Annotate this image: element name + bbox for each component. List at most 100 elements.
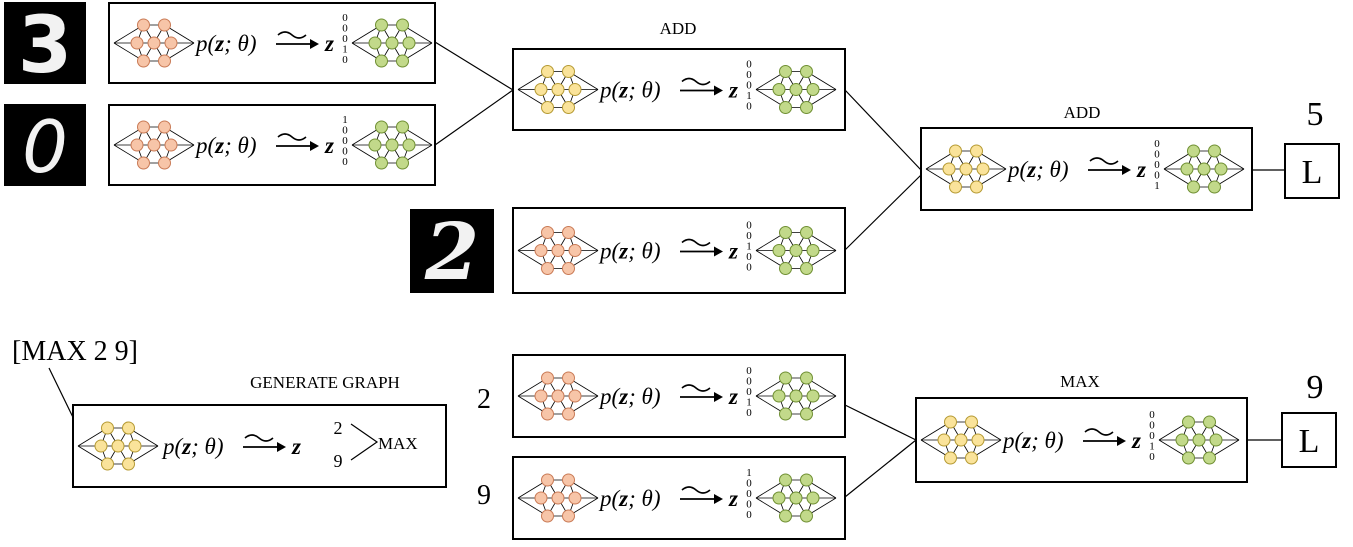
formula-z: z bbox=[618, 239, 628, 264]
formula-semi: ; bbox=[1036, 157, 1049, 182]
code-digit: 0 bbox=[746, 80, 752, 92]
formula-semi: ; bbox=[1031, 428, 1044, 453]
formula-result-z: z bbox=[728, 239, 738, 264]
graph-generator-module: p(z; θ)z 2 9 MAX bbox=[72, 404, 447, 488]
input-number-two: 2 bbox=[477, 384, 491, 415]
network-icon-decoder bbox=[755, 371, 837, 421]
code-digit: 1 bbox=[342, 44, 348, 56]
code-digit: 1 bbox=[746, 241, 752, 253]
digit-image-two: 2 bbox=[410, 207, 494, 298]
code-digit: 0 bbox=[746, 509, 752, 521]
svg-text:p(z; θ): p(z; θ) bbox=[194, 133, 257, 158]
formula-close: ) bbox=[214, 434, 224, 459]
code-digit: 1 bbox=[342, 114, 348, 126]
code-digit: 0 bbox=[1154, 170, 1160, 182]
svg-text:p(z; θ): p(z; θ) bbox=[598, 239, 661, 264]
code-digit: 0 bbox=[342, 54, 348, 66]
formula-close: ) bbox=[1054, 428, 1064, 453]
loss-label-top: L bbox=[1302, 154, 1323, 191]
formula-p: p( bbox=[598, 384, 621, 409]
formula-close: ) bbox=[247, 31, 257, 56]
code-digit: 0 bbox=[342, 23, 348, 35]
code-digit: 0 bbox=[746, 499, 752, 511]
generator-formula-text: p(z; θ)z bbox=[161, 434, 301, 459]
formula-semi: ; bbox=[224, 133, 237, 158]
code-digit: 1 bbox=[746, 90, 752, 102]
module-formula: p(z; θ)z bbox=[598, 78, 738, 103]
formula-p: p( bbox=[598, 239, 621, 264]
formula-p: p( bbox=[194, 133, 217, 158]
generator-network-icon bbox=[77, 421, 159, 471]
formula-result-z: z bbox=[324, 133, 334, 158]
network-icon-encoder bbox=[517, 226, 599, 275]
svg-text:p(z; θ): p(z; θ) bbox=[598, 384, 661, 409]
formula-result-z: z bbox=[291, 434, 301, 459]
digit-two-glyph: 2 bbox=[424, 207, 479, 298]
formula-result-z: z bbox=[728, 486, 738, 511]
network-icon-inferencer bbox=[920, 415, 1002, 465]
digit-image-zero: 0 bbox=[4, 104, 86, 189]
module-formula: p(z; θ)z bbox=[1001, 428, 1141, 453]
network-icon-decoder bbox=[351, 120, 433, 170]
wires bbox=[48, 41, 1285, 498]
formula-result-z: z bbox=[728, 384, 738, 409]
code-digit: 0 bbox=[1149, 451, 1155, 463]
input-number-nine: 9 bbox=[477, 480, 491, 511]
code-digit: 1 bbox=[746, 397, 752, 409]
svg-text:p(z; θ): p(z; θ) bbox=[1001, 428, 1064, 453]
code-digit: 0 bbox=[746, 488, 752, 500]
network-icon-decoder bbox=[351, 18, 433, 68]
formula-result-z: z bbox=[1131, 428, 1141, 453]
formula-close: ) bbox=[247, 133, 257, 158]
network-icon-inferencer bbox=[517, 65, 599, 114]
digit-zero-glyph: 0 bbox=[22, 105, 68, 189]
network-icon-encoder bbox=[113, 120, 195, 170]
code-digit: 0 bbox=[1154, 159, 1160, 171]
formula-semi: ; bbox=[628, 78, 641, 103]
code-digit: 0 bbox=[746, 386, 752, 398]
formula-z: z bbox=[618, 384, 628, 409]
formula-result-z: z bbox=[1136, 157, 1146, 182]
formula-z: z bbox=[1021, 428, 1031, 453]
generator-op: MAX bbox=[378, 434, 418, 453]
formula-theta: θ bbox=[642, 239, 653, 264]
formula-z: z bbox=[1026, 157, 1036, 182]
code-digit: 0 bbox=[342, 12, 348, 24]
formula-theta: θ bbox=[205, 434, 216, 459]
result-value-top: 5 bbox=[1307, 96, 1324, 133]
formula-z: z bbox=[618, 78, 628, 103]
module-formula: p(z; θ) z bbox=[194, 133, 334, 158]
formula-theta: θ bbox=[642, 78, 653, 103]
formula-semi: ; bbox=[628, 486, 641, 511]
code-digit: 0 bbox=[746, 262, 752, 274]
code-digit: 0 bbox=[1149, 430, 1155, 442]
code-digit: 0 bbox=[342, 146, 348, 158]
module-formula: p(z; θ)z bbox=[598, 384, 738, 409]
formula-z: z bbox=[181, 434, 191, 459]
formula-p: p( bbox=[1001, 428, 1024, 453]
code-digit: 0 bbox=[746, 230, 752, 242]
generator-arg-2: 9 bbox=[334, 451, 343, 471]
loss-label-bottom: L bbox=[1299, 423, 1320, 460]
formula-close: ) bbox=[651, 384, 661, 409]
formula-result-z: z bbox=[324, 31, 334, 56]
network-icon-decoder bbox=[1158, 415, 1240, 465]
network-icon-decoder bbox=[755, 226, 837, 275]
code-digit: 1 bbox=[1154, 180, 1160, 192]
network-icon-encoder bbox=[517, 473, 599, 523]
max-label: MAX bbox=[1060, 372, 1100, 391]
code-digit: 0 bbox=[1149, 420, 1155, 432]
svg-text:p(z; θ): p(z; θ) bbox=[598, 78, 661, 103]
program-label: [MAX 2 9] bbox=[12, 336, 138, 367]
loss-box-bottom: L bbox=[1281, 412, 1337, 468]
code-digit: 0 bbox=[746, 69, 752, 81]
formula-close: ) bbox=[651, 239, 661, 264]
